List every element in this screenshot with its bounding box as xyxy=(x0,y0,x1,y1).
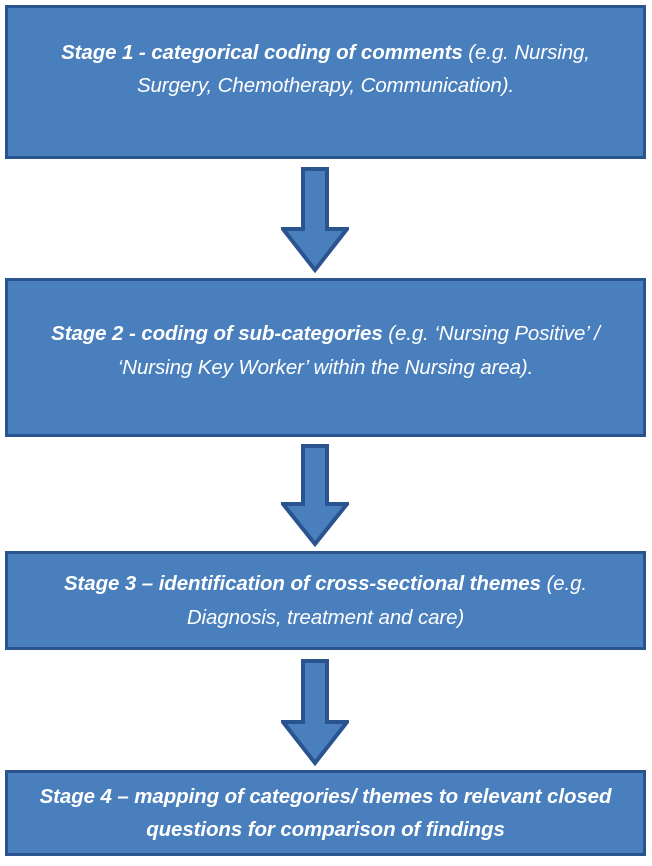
stage-1-text: Stage 1 - categorical coding of comments… xyxy=(8,36,643,102)
stage-2-box: Stage 2 - coding of sub-categories (e.g.… xyxy=(5,278,646,437)
down-arrow-icon xyxy=(281,659,349,766)
stage-4-box: Stage 4 – mapping of categories/ themes … xyxy=(5,770,646,856)
stage-3-lead: Stage 3 – identification of cross-sectio… xyxy=(63,572,541,596)
stage-1-lead: Stage 1 - categorical coding of comments xyxy=(61,40,463,64)
stage-3-text: Stage 3 – identification of cross-sectio… xyxy=(8,567,643,633)
stage-1-box: Stage 1 - categorical coding of comments… xyxy=(5,5,646,159)
stage-1-rest: (e.g. Nursing, Surgery, Chemotherapy, Co… xyxy=(136,40,590,97)
stage-2-rest: (e.g. ‘Nursing Positive’ / ‘Nursing Key … xyxy=(117,322,600,379)
down-arrow-icon xyxy=(281,444,349,547)
stage-3-box: Stage 3 – identification of cross-sectio… xyxy=(5,551,646,650)
down-arrow-icon xyxy=(281,167,349,273)
stage-3-rest: (e.g. Diagnosis, treatment and care) xyxy=(186,572,587,629)
stage-2-text: Stage 2 - coding of sub-categories (e.g.… xyxy=(8,317,643,383)
stage-2-lead: Stage 2 - coding of sub-categories xyxy=(51,322,383,346)
stage-4-lead: Stage 4 – mapping of categories/ themes … xyxy=(39,784,612,841)
stage-4-text: Stage 4 – mapping of categories/ themes … xyxy=(8,780,643,846)
